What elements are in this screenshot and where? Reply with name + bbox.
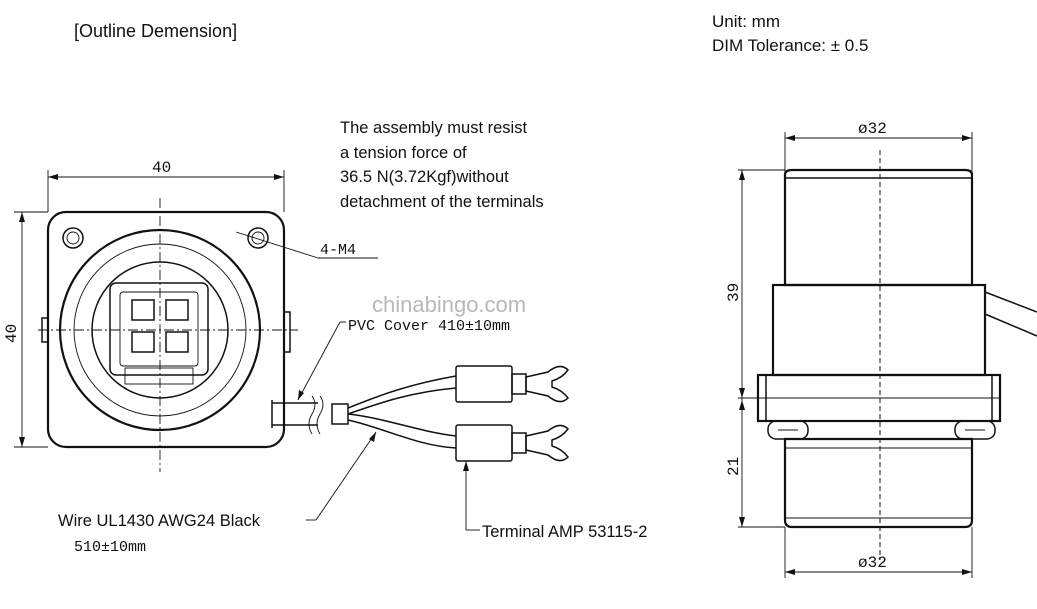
mounting-hole-top-right bbox=[247, 227, 269, 249]
bottom-diameter-value: ø32 bbox=[858, 554, 887, 572]
lower-wire-top bbox=[347, 413, 457, 437]
lower-terminal-barrel bbox=[511, 432, 527, 454]
pvc-leader-arrow bbox=[298, 390, 304, 400]
terminal-slot-1 bbox=[131, 299, 155, 321]
tolerance-label: DIM Tolerance: ± 0.5 bbox=[712, 36, 868, 55]
tension-note: The assembly must resist a tension force… bbox=[340, 119, 544, 211]
screw-head-right bbox=[954, 420, 996, 440]
upper-terminal-fork bbox=[525, 365, 569, 403]
terminal-slot-2 bbox=[165, 299, 189, 321]
lower-cylinder bbox=[783, 437, 974, 529]
pvc-cover-callout: PVC Cover 410±10mm bbox=[297, 318, 510, 401]
middle-body bbox=[771, 283, 987, 377]
lower-height-arrow-top bbox=[739, 400, 745, 410]
connector-housing bbox=[109, 282, 209, 376]
wire-assembly bbox=[347, 365, 569, 462]
right-boss bbox=[283, 311, 291, 353]
front-view: 40 40 4-M4 bbox=[3, 159, 378, 472]
connector-latch bbox=[124, 367, 194, 385]
width-arrow-left bbox=[48, 174, 58, 180]
top-dia-arrow-left bbox=[785, 135, 795, 141]
terminal-label: Terminal AMP 53115-2 bbox=[482, 523, 647, 541]
pvc-cover-label: PVC Cover 410±10mm bbox=[348, 318, 510, 335]
terminal-slot-3 bbox=[131, 331, 155, 353]
height-arrow-bottom bbox=[19, 437, 25, 447]
upper-cylinder bbox=[783, 168, 974, 287]
cable-sheath-end bbox=[331, 403, 349, 425]
wire-label: Wire UL1430 AWG24 Black bbox=[58, 512, 261, 530]
connector-face bbox=[119, 291, 199, 367]
mounting-hole-top-left bbox=[62, 227, 84, 249]
height-dim-value: 40 bbox=[3, 324, 21, 343]
hole-leader bbox=[235, 231, 319, 259]
upper-height-arrow-top bbox=[739, 170, 745, 180]
watermark: chinabingo.com bbox=[372, 292, 526, 317]
wire-leader-arrow bbox=[369, 432, 376, 442]
cable-break-mark-2 bbox=[316, 395, 324, 435]
wire-leader bbox=[315, 431, 377, 521]
upper-height-arrow-bottom bbox=[739, 388, 745, 398]
width-dim-value: 40 bbox=[152, 159, 171, 177]
cable-break-mark-1 bbox=[308, 395, 316, 435]
wire-length-label: 510±10mm bbox=[74, 539, 146, 556]
upper-wire-bottom bbox=[347, 387, 457, 415]
width-arrow-right bbox=[274, 174, 284, 180]
top-diameter-value: ø32 bbox=[858, 120, 887, 138]
drawing-title: [Outline Demension] bbox=[74, 21, 237, 41]
flange-outline bbox=[46, 210, 286, 449]
upper-terminal-barrel bbox=[511, 373, 527, 395]
upper-terminal-sleeve bbox=[455, 365, 513, 403]
top-dia-arrow-right bbox=[962, 135, 972, 141]
note-line-3: 36.5 N(3.72Kgf)without bbox=[340, 168, 509, 186]
height-arrow-top bbox=[19, 212, 25, 222]
note-line-1: The assembly must resist bbox=[340, 119, 527, 137]
terminal-callout: Terminal AMP 53115-2 bbox=[463, 461, 647, 541]
note-line-4: detachment of the terminals bbox=[340, 193, 544, 211]
lower-height-value: 21 bbox=[725, 457, 743, 476]
lower-wire-bottom bbox=[347, 419, 457, 449]
terminal-slot-4 bbox=[165, 331, 189, 353]
bottom-dia-arrow-left bbox=[785, 569, 795, 575]
pvc-leader bbox=[297, 321, 341, 401]
bottom-dia-arrow-right bbox=[962, 569, 972, 575]
hole-callout-label: 4-M4 bbox=[320, 242, 356, 259]
side-view: ø32 39 21 bbox=[725, 120, 1037, 578]
terminal-leader-arrow bbox=[463, 461, 469, 471]
unit-label: Unit: mm bbox=[712, 12, 780, 31]
upper-height-value: 39 bbox=[725, 283, 743, 302]
note-line-2: a tension force of bbox=[340, 144, 467, 162]
lower-height-arrow-bottom bbox=[739, 517, 745, 527]
lower-terminal-sleeve bbox=[455, 424, 513, 462]
lower-terminal-fork bbox=[525, 424, 569, 462]
wire-callout: Wire UL1430 AWG24 Black 510±10mm bbox=[58, 431, 377, 556]
upper-wire-top bbox=[347, 375, 457, 409]
side-cable-top bbox=[984, 291, 1037, 313]
side-cable-bottom bbox=[984, 313, 1037, 337]
